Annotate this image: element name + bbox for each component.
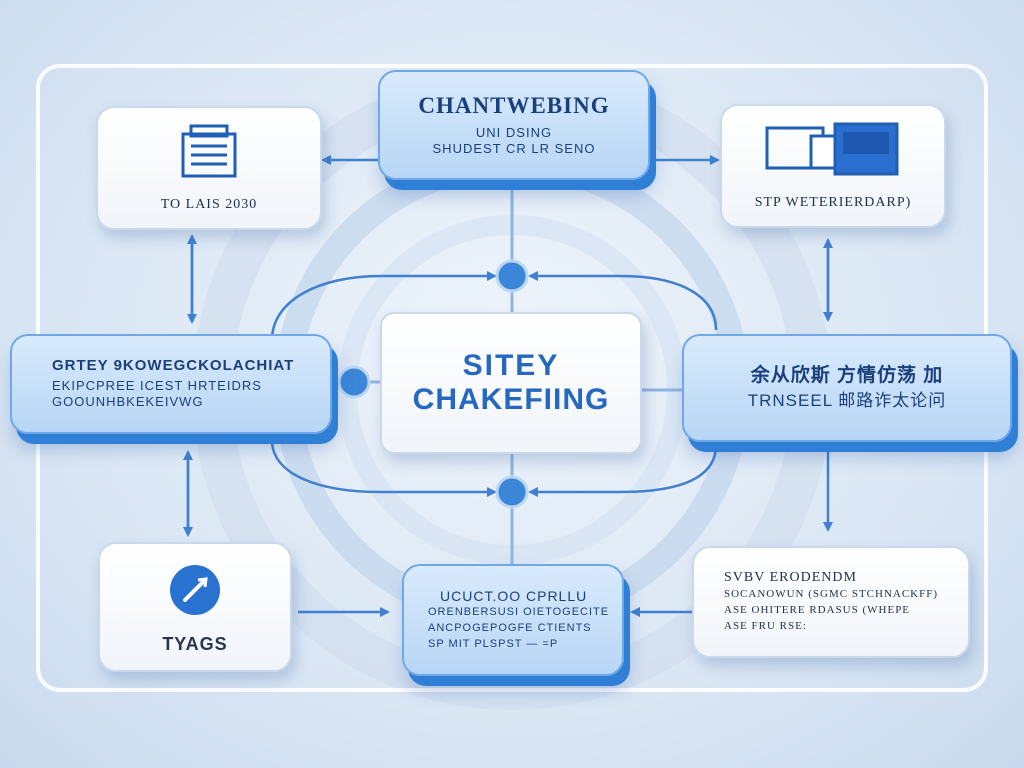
node-right[interactable]: 余从欣斯 方情仿荡 加 TRNSEEL 邮路诈太论问 (682, 334, 1012, 442)
node-bottom-right-line-2: SOCANOWUN (SGMC STCHNACKFF) (724, 588, 939, 600)
node-left[interactable]: GRTEY 9KOWEGCKOLACHIAT EKIPCPREE ICEST H… (10, 334, 332, 434)
node-bottom-center-line-1: UCUCT.OO CPRLLU (440, 588, 588, 604)
node-top-line-1: UNI DSING (475, 125, 553, 140)
node-center-title-line-1: SITEY (462, 349, 560, 382)
node-bottom-right[interactable]: SVBV ERODENDM SOCANOWUN (SGMC STCHNACKFF… (692, 546, 970, 658)
hub-node-left (337, 365, 371, 399)
node-right-line-2: TRNSEEL 邮路诈太论问 (747, 391, 947, 410)
node-center-title-line-2: CHAKEFIING (412, 383, 610, 416)
windows-icon (763, 122, 903, 183)
card-arrows (183, 155, 833, 617)
node-center[interactable]: SITEY CHAKEFIING (380, 312, 642, 454)
hub-node-top (495, 259, 529, 293)
node-top-left[interactable]: TO LAIS 2030 (96, 106, 322, 230)
node-top-right[interactable]: STP WETERIERDARP) (720, 104, 946, 228)
node-right-line-1: 余从欣斯 方情仿荡 加 (750, 365, 944, 386)
node-bottom-right-line-4: ASE FRU RSE: (724, 620, 807, 632)
node-left-line-2: EKIPCPREE ICEST HRTEIDRS (52, 378, 262, 393)
hub-node-bottom (495, 475, 529, 509)
edit-pencil-icon (168, 563, 222, 622)
node-bottom-right-line-1: SVBV ERODENDM (724, 570, 857, 585)
node-bottom-center-line-2: ORENBERSUSI OIETOGECITE (428, 606, 610, 618)
node-bottom-center[interactable]: UCUCT.OO CPRLLU ORENBERSUSI OIETOGECITE … (402, 564, 624, 676)
node-bottom-center-line-4: SP MIT PLSPST — =P (428, 638, 559, 650)
node-bottom-center-line-3: ANCPOGEPOGFE CTIENTS (428, 622, 592, 634)
node-top-left-label: TO LAIS 2030 (160, 196, 258, 212)
clipboard-icon (177, 124, 241, 185)
central-loop (270, 271, 718, 497)
node-top[interactable]: CHANTWEBING UNI DSING SHUDEST CR LR SENO (378, 70, 650, 180)
node-top-line-2: SHUDEST CR LR SENO (432, 141, 596, 156)
node-left-line-1: GRTEY 9KOWEGCKOLACHIAT (52, 357, 295, 374)
node-bottom-left[interactable]: TYAGS (98, 542, 292, 672)
node-top-right-label: STP WETERIERDARP) (754, 194, 912, 210)
node-left-line-3: GOOUNHBKEKEIVWG (52, 394, 204, 409)
node-top-title: CHANTWEBING (418, 93, 610, 118)
node-bottom-left-label: TYAGS (162, 633, 228, 654)
node-bottom-right-line-3: ASE OHITERE RDASUS (WHEPE (724, 604, 911, 616)
